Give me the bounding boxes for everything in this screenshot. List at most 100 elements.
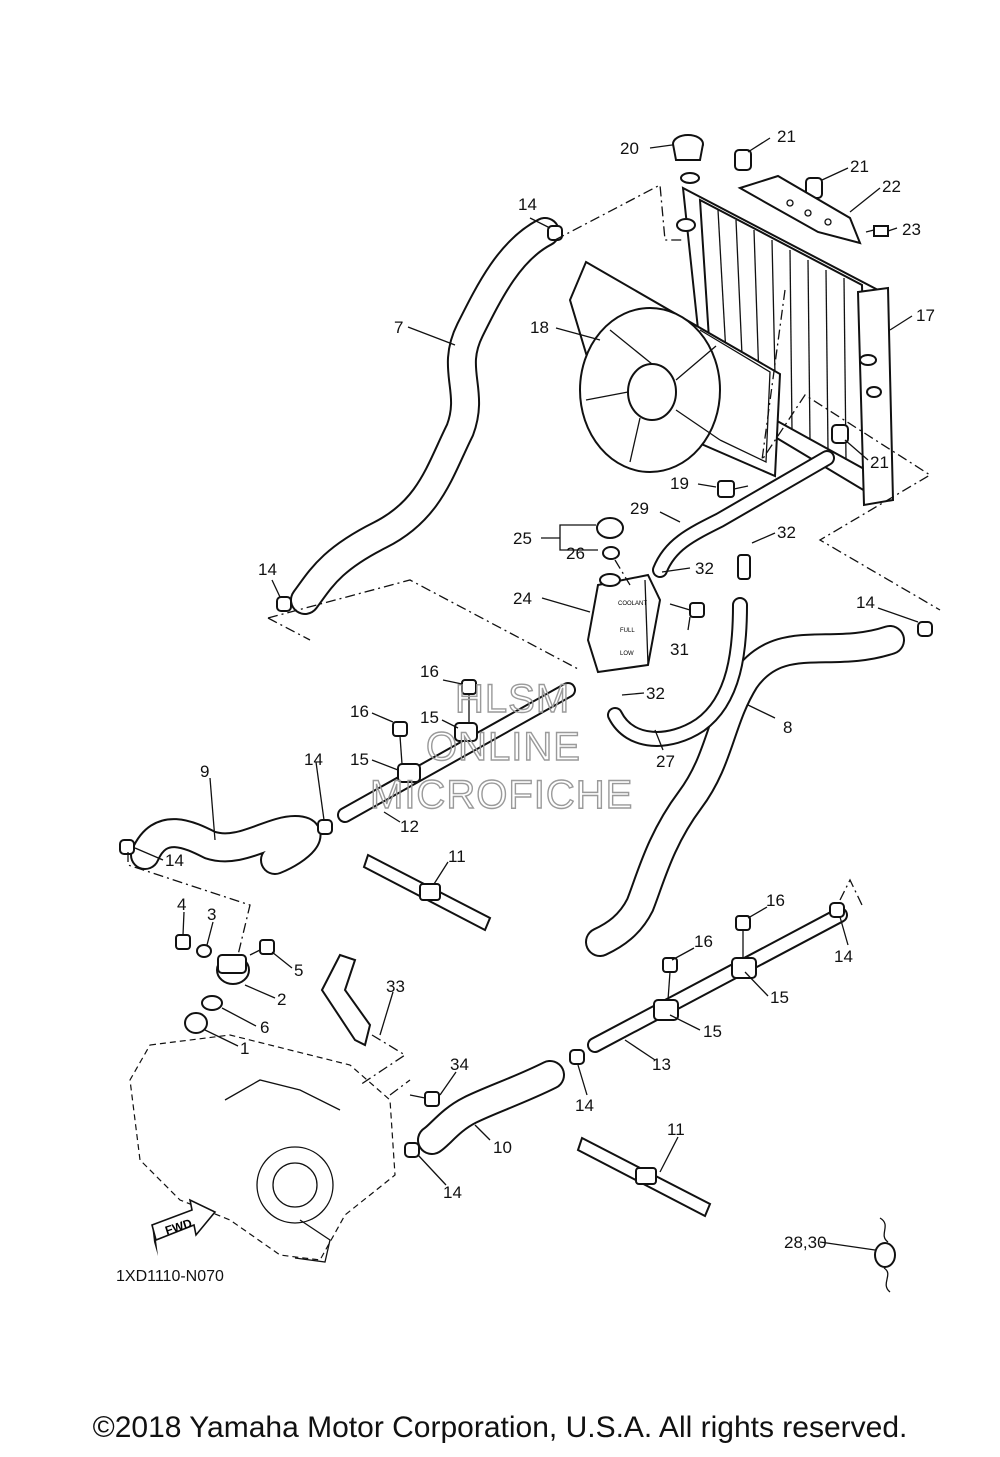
label-19: 19 [670,474,689,493]
hose-7 [290,217,560,615]
label-13: 13 [652,1055,671,1074]
cooling-fan [568,260,782,478]
bolt [249,939,275,956]
copyright-notice: ©2018 Yamaha Motor Corporation, U.S.A. A… [92,1411,908,1444]
label-12: 12 [400,817,419,836]
o-ring [201,995,223,1011]
label-15: 15 [350,750,369,769]
radiator-bracket [737,174,862,245]
label-14: 14 [443,1183,462,1202]
bolt [662,957,678,1001]
label-16: 16 [420,662,439,681]
label-15: 15 [770,988,789,1007]
label-21: 21 [777,127,796,146]
part-labels: 20 21 21 22 23 17 21 18 19 29 25 26 24 3… [165,127,935,1252]
diagram-code: 1XD1110-N070 [116,1268,224,1285]
hose-clamp [829,902,845,918]
label-14: 14 [258,560,277,579]
gasket [196,944,212,958]
cable-tie [576,1136,712,1218]
coolant-reservoir: COOLANT FULL LOW [586,573,662,674]
hose-27 [607,597,748,747]
label-14: 14 [304,750,323,769]
label-21: 21 [870,453,889,472]
tank-marking-coolant: COOLANT [618,601,647,607]
label-18: 18 [530,318,549,337]
label-1: 1 [240,1039,249,1058]
hose-clamp [404,1142,420,1158]
label-8: 8 [783,718,792,737]
thermostat [184,1012,208,1034]
fwd-arrow-icon: FWD [151,1198,217,1256]
watermark-line-2: ONLINE [426,725,581,769]
engine-outline [129,1034,396,1263]
label-14: 14 [518,195,537,214]
label-31: 31 [670,640,689,659]
bolt [461,679,477,722]
watermark: HLSM ONLINE MICROFICHE [369,676,633,817]
hose-piece [737,554,751,580]
damper [734,149,752,171]
label-9: 9 [200,762,209,781]
label-29: 29 [630,499,649,518]
label-24: 24 [513,589,532,608]
label-14: 14 [165,851,184,870]
damper [831,424,849,444]
label-11: 11 [667,1120,685,1139]
label-5: 5 [294,961,303,980]
pipe-12 [337,682,576,823]
bolt [409,1091,440,1107]
hose-clamp [276,596,292,612]
bolt [392,721,408,765]
hose-clamp [119,839,135,855]
label-4: 4 [177,895,186,914]
label-15: 15 [420,708,439,727]
reservoir-cap [596,517,624,560]
tank-marking-full: FULL [620,628,635,634]
hose-clamp [317,819,333,835]
label-16: 16 [766,891,785,910]
leader-lines [134,137,919,1251]
clamp [731,957,757,979]
label-25: 25 [513,529,532,548]
hose-clip [874,1217,896,1293]
label-33: 33 [386,977,405,996]
radiator-cap [672,134,704,184]
clamp [397,763,421,783]
label-26: 26 [566,544,585,563]
label-10: 10 [493,1138,512,1157]
label-11: 11 [448,847,466,866]
bracket [320,953,372,1047]
thermostat-housing [216,954,250,985]
tank-marking-low: LOW [620,651,634,657]
hose-clamp [569,1049,585,1065]
label-22: 22 [882,177,901,196]
hose-29 [652,450,835,578]
hose-10 [417,1060,565,1155]
label-14: 14 [856,593,875,612]
label-16: 16 [350,702,369,721]
label-17: 17 [916,306,935,325]
label-32: 32 [695,559,714,578]
label-27: 27 [656,752,675,771]
watermark-line-3: MICROFICHE [370,773,633,817]
label-28-30: 28,30 [784,1233,827,1252]
label-16: 16 [694,932,713,951]
bolt [865,225,889,237]
label-14: 14 [575,1096,594,1115]
radiator [676,186,895,507]
label-6: 6 [260,1018,269,1037]
bolt [735,915,751,958]
label-23: 23 [902,220,921,239]
pipe-13 [587,907,848,1053]
label-14: 14 [834,947,853,966]
bolt [175,934,191,950]
cable-tie [362,853,492,932]
label-20: 20 [620,139,639,158]
hose-9 [130,815,322,875]
watermark-line-1: HLSM [455,677,570,721]
clamp [454,722,478,742]
label-3: 3 [207,905,216,924]
label-2: 2 [277,990,286,1009]
